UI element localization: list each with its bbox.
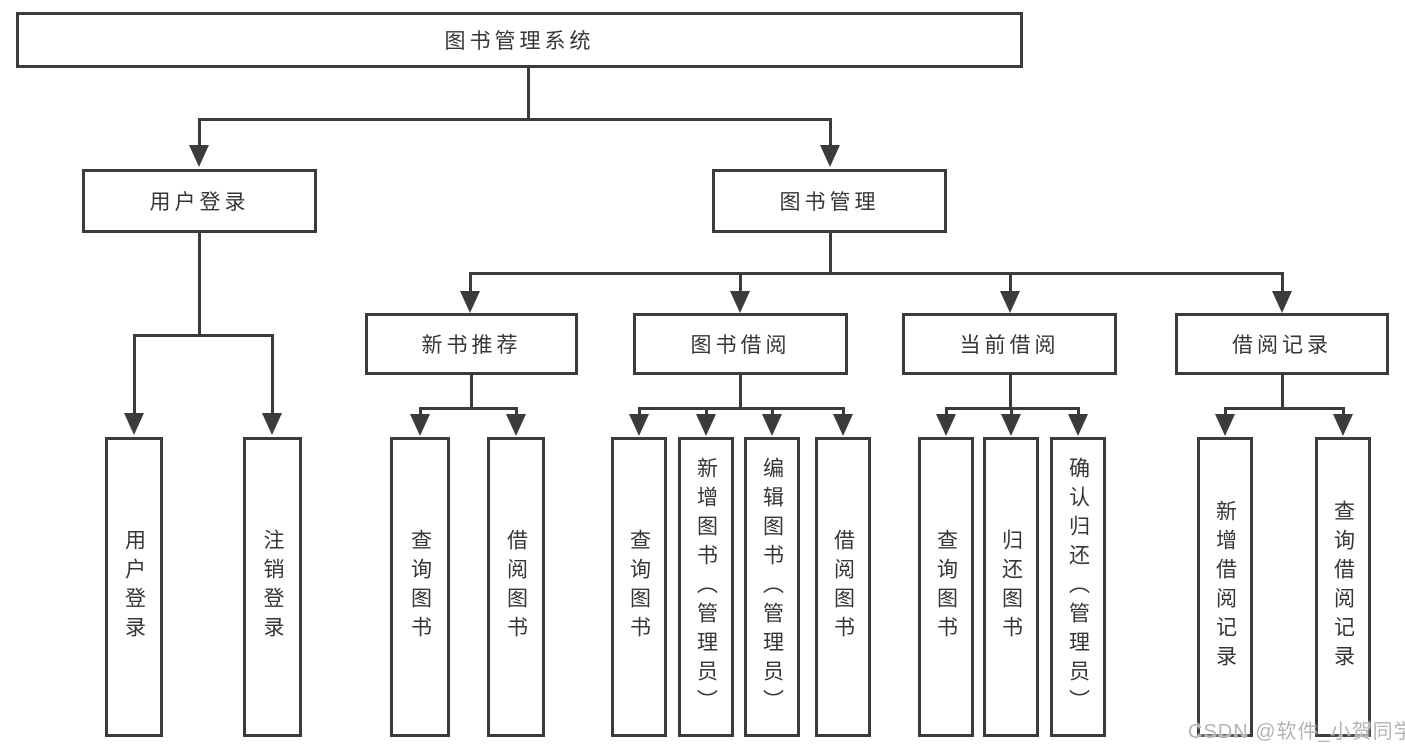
node-label: 新书推荐 xyxy=(421,334,522,357)
connector-line xyxy=(468,271,472,293)
connector-line xyxy=(197,118,201,148)
node-book-management: 图书管理 xyxy=(712,169,947,233)
leaf-user-login: 用户登录 xyxy=(105,437,163,737)
connector-line xyxy=(468,271,1284,275)
connector-line xyxy=(828,118,832,148)
connector-line xyxy=(1223,406,1227,417)
leaf-query-books-current: 查询图书 xyxy=(918,437,974,737)
connector-line xyxy=(1008,375,1012,409)
connector-line xyxy=(470,375,473,409)
connector-line xyxy=(1076,406,1080,417)
node-label: 确认归还（管理员） xyxy=(1066,456,1090,718)
connector-line xyxy=(637,406,641,417)
connector-line xyxy=(418,406,518,410)
node-label: 图书借阅 xyxy=(690,334,791,357)
connector-line xyxy=(132,334,136,415)
arrow-down-icon xyxy=(1068,414,1088,436)
connector-line xyxy=(197,118,832,121)
arrow-down-icon xyxy=(762,414,782,436)
arrow-down-icon xyxy=(124,413,144,435)
connector-line xyxy=(418,406,422,417)
leaf-confirm-return-admin: 确认归还（管理员） xyxy=(1050,437,1106,737)
connector-line xyxy=(704,406,708,417)
arrow-down-icon xyxy=(820,145,840,167)
arrow-down-icon xyxy=(460,291,480,313)
leaf-query-borrow-record: 查询借阅记录 xyxy=(1315,437,1371,737)
node-label: 当前借阅 xyxy=(959,334,1060,357)
node-label: 编辑图书（管理员） xyxy=(760,456,784,718)
connector-line xyxy=(1009,406,1013,417)
connector-line xyxy=(841,406,845,417)
arrow-down-icon xyxy=(936,414,956,436)
leaf-add-books-admin: 新增图书（管理员） xyxy=(678,437,734,737)
node-user-login: 用户登录 xyxy=(82,169,317,233)
arrow-down-icon xyxy=(629,414,649,436)
arrow-down-icon xyxy=(506,414,526,436)
connector-line xyxy=(738,271,742,293)
connector-line xyxy=(132,334,274,337)
node-label: 查询图书 xyxy=(934,529,958,645)
connector-line xyxy=(1341,406,1345,417)
connector-line xyxy=(197,233,201,336)
leaf-query-books-borrowing: 查询图书 xyxy=(611,437,667,737)
node-new-book-recommendation: 新书推荐 xyxy=(365,313,578,375)
arrow-down-icon xyxy=(189,145,209,167)
arrow-down-icon xyxy=(410,414,430,436)
arrow-down-icon xyxy=(696,414,716,436)
connector-line xyxy=(944,406,948,417)
node-current-borrowing: 当前借阅 xyxy=(902,313,1117,375)
node-label: 查询图书 xyxy=(627,529,651,645)
connector-line xyxy=(637,406,845,410)
node-label: 新增图书（管理员） xyxy=(694,456,718,718)
arrow-down-icon xyxy=(262,413,282,435)
node-library-system: 图书管理系统 xyxy=(16,12,1023,68)
node-label: 借阅图书 xyxy=(831,529,855,645)
connector-line xyxy=(1280,271,1284,293)
leaf-borrow-books-recommend: 借阅图书 xyxy=(487,437,545,737)
leaf-return-books: 归还图书 xyxy=(983,437,1039,737)
connector-line xyxy=(1223,406,1345,410)
csdn-watermark: CSDN @软件_小贺同学 xyxy=(1188,721,1405,743)
arrow-down-icon xyxy=(833,414,853,436)
connector-line xyxy=(828,233,832,274)
arrow-down-icon xyxy=(1215,414,1235,436)
node-label: 注销登录 xyxy=(261,529,284,645)
arrow-down-icon xyxy=(1001,414,1021,436)
arrow-down-icon xyxy=(730,291,750,313)
arrow-down-icon xyxy=(1333,414,1353,436)
connector-line xyxy=(770,406,774,417)
node-label: 借阅图书 xyxy=(504,529,528,645)
node-borrowing-records: 借阅记录 xyxy=(1175,313,1389,375)
connector-line xyxy=(270,334,274,415)
node-label: 图书管理系统 xyxy=(444,30,595,53)
arrow-down-icon xyxy=(1272,291,1292,313)
arrow-down-icon xyxy=(1000,291,1020,313)
node-label: 用户登录 xyxy=(149,191,250,214)
leaf-borrow-books-borrowing: 借阅图书 xyxy=(815,437,871,737)
node-label: 用户登录 xyxy=(122,529,146,645)
node-label: 查询图书 xyxy=(408,529,432,645)
connector-line xyxy=(526,68,530,121)
node-label: 查询借阅记录 xyxy=(1331,500,1355,674)
connector-line xyxy=(738,375,742,409)
connector-line xyxy=(1280,375,1284,409)
leaf-logout: 注销登录 xyxy=(243,437,302,737)
node-label: 新增借阅记录 xyxy=(1213,500,1237,674)
leaf-add-borrow-record: 新增借阅记录 xyxy=(1197,437,1253,737)
node-label: 归还图书 xyxy=(999,529,1023,645)
node-book-borrowing: 图书借阅 xyxy=(633,313,848,375)
leaf-query-books-recommend: 查询图书 xyxy=(390,437,450,737)
connector-line xyxy=(514,406,518,417)
node-label: 图书管理 xyxy=(779,191,880,214)
leaf-edit-books-admin: 编辑图书（管理员） xyxy=(744,437,800,737)
connector-line xyxy=(1008,271,1012,293)
node-label: 借阅记录 xyxy=(1232,334,1332,357)
